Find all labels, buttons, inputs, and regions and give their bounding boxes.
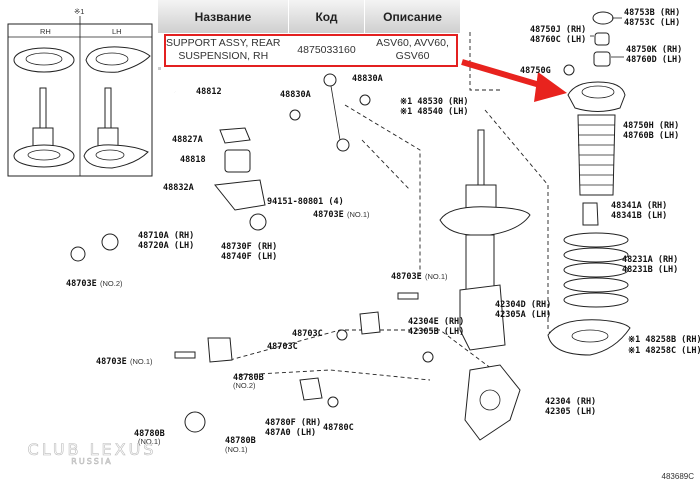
- label-48760c: 48760C (LH): [530, 35, 586, 45]
- label-48258c: ※1 48258C (LH): [628, 346, 700, 356]
- label-48730f: 48730F (RH): [221, 242, 277, 252]
- figure-code: 483689C: [661, 472, 694, 481]
- label-48780b-no2: 48780B: [233, 373, 264, 383]
- cell-name: SUPPORT ASSY, REAR SUSPENSION, RH: [166, 37, 281, 62]
- callout-labels: 48753B (RH) 48753C (LH) 48750J (RH) 4876…: [66, 8, 700, 454]
- label-48780b-r-sub: (NO.1): [225, 445, 248, 454]
- label-48750h: 48750H (RH): [623, 121, 679, 131]
- inset-rh-lh: ※1 RH LH: [7, 7, 153, 177]
- label-48703e-low: 48703E: [96, 357, 127, 367]
- inset-col-rh: RH: [40, 27, 51, 36]
- label-42305a: 42305A (LH): [495, 310, 551, 320]
- inset-col-lh: LH: [112, 27, 122, 36]
- label-48750j: 48750J (RH): [530, 25, 586, 35]
- label-48341b: 48341B (LH): [611, 211, 667, 221]
- label-48703e-low-sub: (NO.1): [130, 357, 153, 366]
- label-42304d: 42304D (RH): [495, 300, 551, 310]
- watermark-sub: RUSSIA: [71, 457, 113, 467]
- inset-marker: ※1: [74, 7, 84, 16]
- label-48780b-l: 48780B: [134, 429, 165, 439]
- highlight-arrow: [461, 59, 567, 102]
- cell-code: 4875033160: [297, 43, 356, 56]
- label-48703c-1: 48703C: [292, 329, 323, 339]
- label-48740f: 48740F (LH): [221, 252, 277, 262]
- label-94151: 94151-80801 (4): [267, 197, 344, 207]
- label-48750g: 48750G: [520, 66, 551, 76]
- label-48703e-no2-sub: (NO.2): [100, 279, 123, 288]
- label-48703c-2: 48703C: [267, 342, 298, 352]
- label-487a0: 487A0 (LH): [265, 428, 316, 438]
- label-48231b: 48231B (LH): [622, 265, 678, 275]
- label-48231a: 48231A (RH): [622, 255, 678, 265]
- label-48750k: 48750K (RH): [626, 45, 682, 55]
- label-48780b-no2-sub: (NO.2): [233, 381, 256, 390]
- label-48530: ※1 48530 (RH): [400, 97, 469, 107]
- label-48703e-mid-sub: (NO.1): [425, 272, 448, 281]
- table-row[interactable]: SUPPORT ASSY, REAR SUSPENSION, RH 487503…: [158, 33, 461, 67]
- label-48780b-l-sub: (NO.1): [138, 437, 161, 446]
- label-42305: 42305 (LH): [545, 407, 596, 417]
- label-48818: 48818: [180, 155, 206, 165]
- upper-mount: [547, 11, 631, 356]
- label-48830a-2: 48830A: [352, 74, 383, 84]
- label-48710a: 48710A (RH): [138, 231, 194, 241]
- label-48703e-top-sub: (NO.1): [347, 210, 370, 219]
- label-48760d: 48760D (LH): [626, 55, 682, 65]
- col-header-name[interactable]: Название: [158, 0, 289, 33]
- label-48753-lh: 48753C (LH): [624, 18, 680, 28]
- label-48703e-no2: 48703E: [66, 279, 97, 289]
- label-48780c: 48780C: [323, 423, 354, 433]
- label-42305b: 42305B (LH): [408, 327, 464, 337]
- strut-assembly: [439, 129, 531, 351]
- watermark-main: CLUB LEXUS: [27, 440, 157, 460]
- label-48780f: 48780F (RH): [265, 418, 321, 428]
- label-48830a-1: 48830A: [280, 90, 311, 100]
- label-48341a: 48341A (RH): [611, 201, 667, 211]
- watermark: CLUB LEXUS RUSSIA: [22, 440, 162, 467]
- col-header-description[interactable]: Описание: [364, 0, 461, 33]
- label-48703e-mid: 48703E: [391, 272, 422, 282]
- label-48832a: 48832A: [163, 183, 194, 193]
- label-48540: ※1 48540 (LH): [400, 107, 469, 117]
- label-48827a: 48827A: [172, 135, 203, 145]
- parts-table: Название Код Описание SUPPORT ASSY, REAR…: [158, 0, 461, 67]
- label-42304: 42304 (RH): [545, 397, 596, 407]
- cell-description: ASV60, AVV60, GSV60: [376, 37, 449, 62]
- label-48812: 48812: [196, 87, 222, 97]
- label-48780b-r: 48780B: [225, 436, 256, 446]
- label-48703e-top: 48703E: [313, 210, 344, 220]
- label-48760b: 48760B (LH): [623, 131, 679, 141]
- label-42304e: 42304E (RH): [408, 317, 464, 327]
- label-48258b: ※1 48258B (RH): [628, 335, 700, 345]
- label-48753: 48753B (RH): [624, 8, 680, 18]
- col-header-code[interactable]: Код: [288, 0, 365, 33]
- label-48720a: 48720A (LH): [138, 241, 194, 251]
